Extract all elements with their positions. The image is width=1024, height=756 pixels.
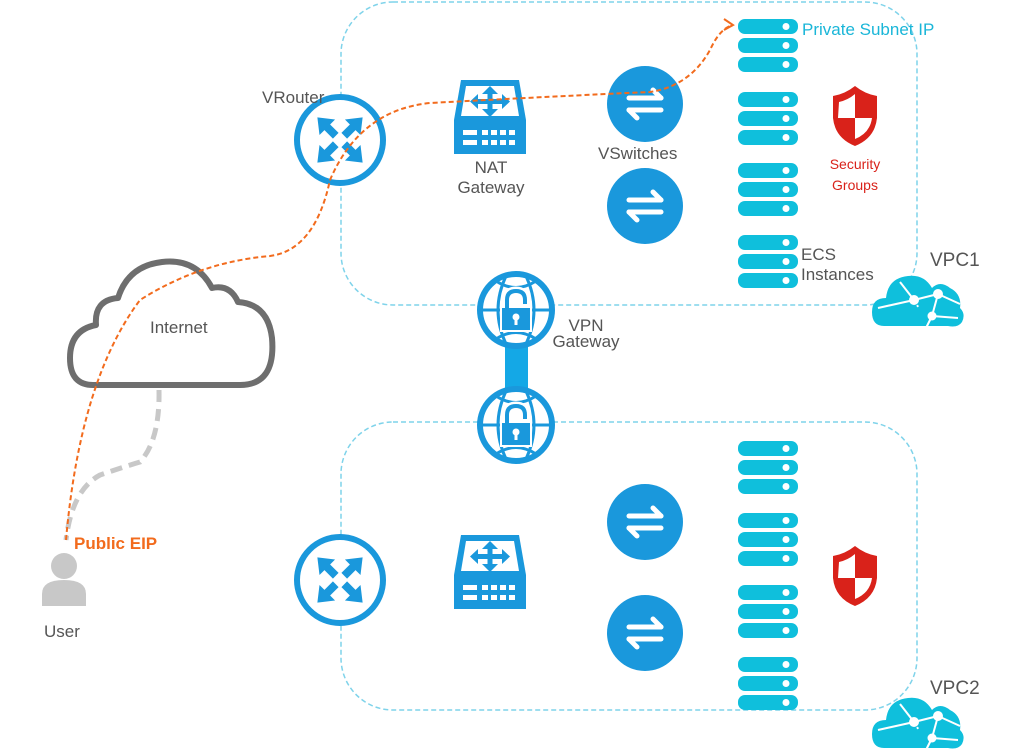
nat-gateway-icon-vpc2[interactable]	[454, 535, 526, 609]
nat-gateway-label: NAT Gateway	[446, 158, 536, 197]
user-label: User	[44, 622, 80, 641]
vpn-gateway-label-line1: VPN	[568, 316, 604, 335]
vswitch-icon[interactable]	[607, 168, 683, 244]
vpn-gateway-icon[interactable]	[480, 274, 552, 346]
ecs-server-icon-vpc2[interactable]	[738, 441, 798, 494]
ecs-server-icon-vpc2[interactable]	[738, 657, 798, 710]
security-groups-label: Security Groups	[812, 154, 898, 196]
vswitch-icon[interactable]	[607, 66, 683, 142]
nat-gateway-label-line1: NAT	[474, 158, 508, 177]
security-group-shield-icon-vpc2[interactable]	[833, 546, 877, 606]
nat-gateway-label-line2: Gateway	[457, 177, 525, 197]
vrouter-label: VRouter	[262, 88, 325, 107]
ecs-server-icon-vpc2[interactable]	[738, 513, 798, 566]
vswitch-icon-vpc2[interactable]	[607, 595, 683, 671]
internet-cloud-icon	[67, 258, 276, 388]
ecs-instances-label: ECS Instances	[801, 245, 874, 284]
vrouter-icon[interactable]	[297, 97, 383, 183]
public-eip-label: Public EIP	[74, 534, 158, 553]
vpn-gateway-label: VPN Gateway	[548, 316, 624, 352]
vpc2-label: VPC2	[930, 678, 980, 699]
ecs-server-icon[interactable]	[738, 19, 798, 72]
route-arrowhead-icon	[723, 18, 735, 31]
ecs-server-icon[interactable]	[738, 235, 798, 288]
ecs-instances-label-line1: ECS	[801, 245, 836, 264]
vpn-gateway-label-line2: Gateway	[552, 332, 620, 352]
internet-label: Internet	[150, 318, 208, 337]
vpc1-label: VPC1	[930, 250, 980, 271]
vswitch-icon-vpc2[interactable]	[607, 484, 683, 560]
user-internet-link	[63, 389, 162, 541]
vpn-gateway-icon-vpc2[interactable]	[480, 389, 552, 461]
security-groups-label-line1: Security	[829, 156, 881, 172]
vpc2-cloud-icon	[871, 696, 965, 751]
ecs-instances-label-line2: Instances	[801, 264, 874, 284]
vpc1-boundary	[340, 1, 918, 306]
nat-gateway-icon[interactable]	[454, 80, 526, 154]
vswitches-label: VSwitches	[598, 144, 678, 163]
ecs-server-icon[interactable]	[738, 92, 798, 145]
private-subnet-ip-label: Private Subnet IP	[802, 20, 935, 39]
public-to-private-route	[65, 24, 734, 541]
security-groups-label-line2: Groups	[832, 177, 878, 193]
user-avatar-icon[interactable]	[42, 553, 86, 606]
vrouter-icon-vpc2[interactable]	[297, 537, 383, 623]
ecs-server-icon[interactable]	[738, 163, 798, 216]
vpc1-cloud-icon	[871, 274, 965, 329]
security-group-shield-icon[interactable]	[833, 86, 877, 146]
ecs-server-icon-vpc2[interactable]	[738, 585, 798, 638]
